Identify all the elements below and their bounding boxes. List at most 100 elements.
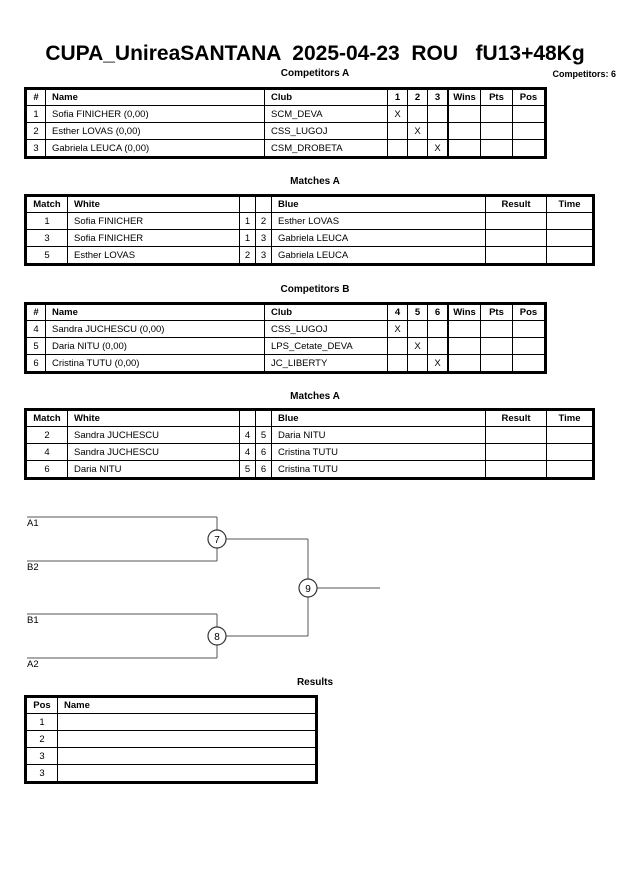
cell-mark-1: [387, 337, 408, 355]
column-header-white: White: [67, 410, 240, 427]
table-row: 1 Sofia FINICHER 1 2 Esther LOVAS: [26, 212, 593, 230]
cell-mark-2: [407, 320, 428, 338]
cell-blue: Gabriela LEUCA: [271, 246, 486, 264]
table-row: 4 Sandra JUCHESCU (0,00) CSS_LUGOJ X: [26, 320, 545, 338]
cell-match: 5: [26, 246, 68, 264]
cell-name: [57, 713, 316, 731]
cell-result: [485, 426, 547, 444]
cell-wins: [447, 139, 481, 157]
section-heading-competitors-b: Competitors B: [280, 284, 350, 295]
section-heading-matches-a-1: Matches A: [290, 176, 340, 187]
table-row: 3: [26, 764, 316, 782]
table-row: 3 Sofia FINICHER 1 3 Gabriela LEUCA: [26, 229, 593, 247]
table-row: 5 Esther LOVAS 2 3 Gabriela LEUCA: [26, 246, 593, 264]
bracket-node-circle: [298, 578, 318, 598]
column-header-mark-6: 6: [427, 304, 449, 321]
cell-white-num: 1: [239, 229, 256, 247]
cell-num: 4: [26, 320, 46, 338]
cell-blue: Cristina TUTU: [271, 443, 486, 461]
cell-pos: [512, 320, 545, 338]
cell-club: CSS_LUGOJ: [264, 122, 388, 140]
cell-mark-2: [407, 105, 428, 123]
bracket-seed-b1: B1: [27, 615, 39, 626]
cell-mark-1: [387, 354, 408, 372]
matches-a-table-2: Match White Blue Result Time 2 Sandra JU…: [24, 408, 595, 480]
competitors-b-table: # Name Club 4 5 6 Wins Pts Pos 4 Sandra …: [24, 302, 547, 374]
table-header-row: # Name Club 1 2 3 Wins Pts Pos: [26, 89, 545, 106]
column-header-num: #: [26, 89, 46, 106]
cell-pos: 1: [26, 713, 58, 731]
cell-num: 6: [26, 354, 46, 372]
cell-white-num: 4: [239, 443, 256, 461]
cell-result: [485, 212, 547, 230]
cell-blue-num: 2: [255, 212, 272, 230]
column-header-time: Time: [546, 410, 593, 427]
cell-mark-2: [407, 354, 428, 372]
column-header-name: Name: [45, 89, 265, 106]
cell-pos: [512, 337, 545, 355]
column-header-blue-num: [255, 196, 272, 213]
column-header-blue: Blue: [271, 196, 486, 213]
cell-white: Esther LOVAS: [67, 246, 240, 264]
cell-mark-2: X: [407, 337, 428, 355]
column-header-white-num: [239, 196, 256, 213]
bracket-seed-a1: A1: [27, 518, 39, 529]
cell-pos: [512, 354, 545, 372]
cell-match: 6: [26, 460, 68, 478]
cell-club: CSM_DROBETA: [264, 139, 388, 157]
bracket-seed-a2: A2: [27, 659, 39, 670]
cell-match: 3: [26, 229, 68, 247]
cell-num: 1: [26, 105, 46, 123]
cell-result: [485, 460, 547, 478]
cell-pos: 3: [26, 764, 58, 782]
table-row: 4 Sandra JUCHESCU 4 6 Cristina TUTU: [26, 443, 593, 461]
cell-wins: [447, 105, 481, 123]
table-row: 2 Sandra JUCHESCU 4 5 Daria NITU: [26, 426, 593, 444]
competitors-count: Competitors: 6: [552, 69, 616, 79]
cell-mark-2: [407, 139, 428, 157]
section-heading-matches-a-2: Matches A: [290, 391, 340, 402]
column-header-pts: Pts: [480, 89, 513, 106]
bracket-node-label-8: 8: [214, 632, 220, 643]
cell-blue-num: 6: [255, 443, 272, 461]
section-heading-results: Results: [296, 677, 334, 688]
cell-time: [546, 426, 593, 444]
column-header-pos: Pos: [512, 89, 545, 106]
cell-result: [485, 229, 547, 247]
cell-time: [546, 443, 593, 461]
cell-name: [57, 764, 316, 782]
cell-mark-3: [427, 122, 449, 140]
column-header-club: Club: [264, 89, 388, 106]
cell-mark-1: X: [387, 105, 408, 123]
table-row: 6 Cristina TUTU (0,00) JC_LIBERTY X: [26, 354, 545, 372]
cell-pos: [512, 105, 545, 123]
column-header-mark-5: 5: [407, 304, 428, 321]
table-row: 5 Daria NITU (0,00) LPS_Cetate_DEVA X: [26, 337, 545, 355]
cell-club: JC_LIBERTY: [264, 354, 388, 372]
column-header-wins: Wins: [447, 304, 481, 321]
cell-name: Sandra JUCHESCU (0,00): [45, 320, 265, 338]
bracket-node-circle: [207, 626, 227, 646]
cell-match: 1: [26, 212, 68, 230]
cell-blue: Cristina TUTU: [271, 460, 486, 478]
bracket-node-label-9: 9: [305, 584, 311, 595]
cell-blue: Esther LOVAS: [271, 212, 486, 230]
bracket-svg: 7 8 9: [27, 516, 380, 659]
results-table: Pos Name 1 2 3 3: [24, 695, 318, 784]
cell-mark-3: X: [427, 354, 449, 372]
cell-wins: [447, 354, 481, 372]
cell-blue: Daria NITU: [271, 426, 486, 444]
bracket-node-final: 9: [298, 578, 318, 598]
cell-mark-1: [387, 139, 408, 157]
cell-result: [485, 443, 547, 461]
cell-pts: [480, 337, 513, 355]
cell-name: Cristina TUTU (0,00): [45, 354, 265, 372]
cell-white-num: 2: [239, 246, 256, 264]
column-header-white: White: [67, 196, 240, 213]
table-row: 2: [26, 730, 316, 748]
cell-club: CSS_LUGOJ: [264, 320, 388, 338]
column-header-time: Time: [546, 196, 593, 213]
page-title: CUPA_UnireaSANTANA 2025-04-23 ROU fU13+4…: [45, 42, 585, 65]
bracket-node-semi-bottom: 8: [207, 626, 227, 646]
table-row: 6 Daria NITU 5 6 Cristina TUTU: [26, 460, 593, 478]
